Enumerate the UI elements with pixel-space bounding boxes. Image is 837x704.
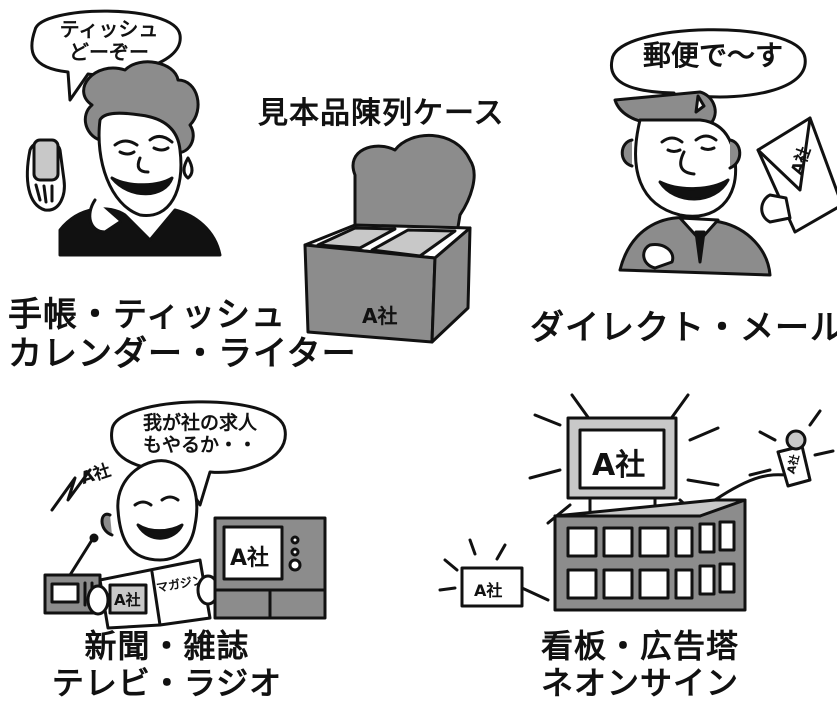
caption-novelties-line-1: 手帳・ティッシュ	[8, 295, 286, 335]
speech-bubble-media	[110, 400, 287, 507]
bubble-media-line-1: 我が社の求人	[142, 412, 257, 434]
caption-novelties-line-2: カレンダー・ライター	[8, 334, 357, 375]
bubble-line-1: ティッシュ	[59, 17, 159, 41]
magazine-ad-label: A社	[114, 591, 141, 609]
caption-signage-line-2: ネオンサイン	[540, 663, 739, 702]
caption-display-case: 見本品陳列ケース	[258, 96, 505, 131]
speech-bubble-mail	[609, 28, 807, 117]
caption-novelties: 手帳・ティッシュ カレンダー・ライター	[8, 295, 357, 375]
display-case-illustration	[303, 133, 476, 344]
tv-screen-label: A社	[230, 546, 270, 571]
caption-signage: 看板・広告塔 ネオンサイン	[530, 628, 750, 702]
small-sign	[460, 566, 524, 608]
caption-media-line-1: 新聞・雑誌	[84, 627, 250, 665]
tissue-man-illustration	[25, 9, 222, 257]
bubble-line-mail: 郵便で～す	[642, 39, 783, 72]
small-sign-label: A社	[474, 581, 503, 600]
caption-signage-line-1: 看板・広告塔	[540, 627, 739, 665]
caption-media-line-2: テレビ・ラジオ	[51, 663, 283, 702]
caption-media: 新聞・雑誌 テレビ・ラジオ	[42, 628, 292, 702]
mailman-illustration	[609, 28, 837, 277]
bubble-text-media: 我が社の求人 もやるか・・	[125, 412, 275, 457]
bubble-line-2: どーぞー	[69, 40, 149, 64]
rooftop-sign-label: A社	[592, 448, 646, 483]
tissue-pack	[32, 138, 60, 182]
bubble-text-tissue: ティッシュ どーぞー	[54, 18, 164, 64]
bubble-media-line-2: もやるか・・	[142, 433, 257, 456]
bubble-text-mail: 郵便で～す	[628, 39, 798, 72]
media-illustration	[43, 400, 327, 630]
display-box-label: A社	[362, 304, 398, 328]
signage-illustration	[438, 393, 835, 612]
caption-direct-mail: ダイレクト・メール	[530, 308, 837, 348]
